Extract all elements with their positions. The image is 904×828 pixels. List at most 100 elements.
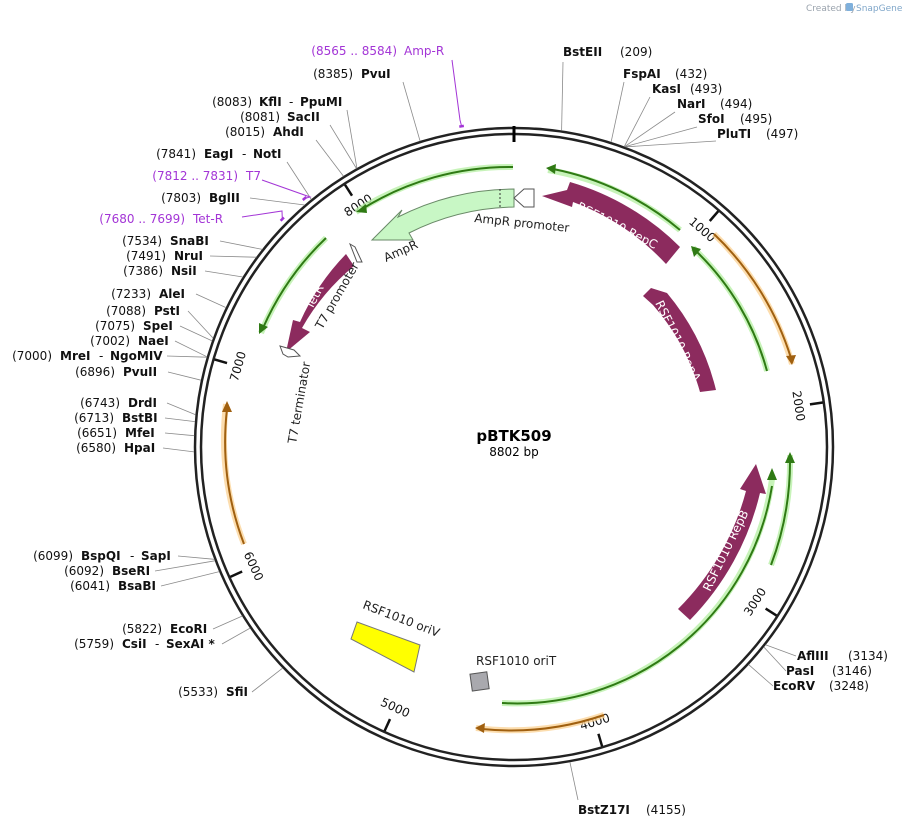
site-naei-pos: (7002) [90,334,130,348]
site-ahdi-name[interactable]: AhdI [273,125,304,139]
primer-ampr-name[interactable]: Amp-R [404,44,444,58]
orit-feature[interactable] [469,671,490,692]
site-leader-495 [624,126,698,148]
green-arc-rightup-head [546,164,556,174]
primer-tetr-name[interactable]: Tet-R [192,212,223,226]
tick-label-2000: 2000 [789,390,807,422]
site-kasi-name[interactable]: KasI [652,82,681,96]
orange-arc-bottom-head [475,723,485,733]
site-nsii-name[interactable]: NsiI [171,264,197,278]
site-leader-8015 [315,139,344,177]
site-hpai-name[interactable]: HpaI [124,441,155,455]
site-mfei-name[interactable]: MfeI [125,426,155,440]
site-leader-3146 [763,646,787,672]
site-csii-name[interactable]: CsiI [122,637,147,651]
site-bsabi-name[interactable]: BsaBI [118,579,156,593]
site-sexai-name[interactable]: SexAI * [166,637,215,651]
site-leader-8081 [329,124,357,169]
site-bsteii-name[interactable]: BstEII [563,45,602,59]
site-leader-7075 [179,325,213,342]
site-mrei-pos: (7000) [12,349,52,363]
primer-leader-2 [241,210,283,220]
site-leader-5822 [212,615,243,630]
site-bseri-pos: (6092) [64,564,104,578]
tick-label-1000: 1000 [686,214,718,245]
orange-arc-left-head [222,401,232,412]
site-mrei-name[interactable]: MreI [60,349,90,363]
site-leader-6651 [164,432,195,437]
site-leader-6041 [160,571,220,587]
site-leader-7803 [249,197,305,206]
site-bseri-name[interactable]: BseRI [112,564,150,578]
green-arc-top [361,165,514,210]
plasmid-name: pBTK509 [476,427,551,445]
site-kfli-name[interactable]: KflI [259,95,282,109]
site-sacii-pos: (8081) [240,110,280,124]
green-arc-right-glow [690,245,770,372]
site-sfoi-name[interactable]: SfoI [698,112,725,126]
site-pasi-name[interactable]: PasI [786,664,814,678]
site-pvui-name[interactable]: PvuI [361,67,391,81]
site-leader-6743 [166,402,196,416]
tetr-feature[interactable] [286,254,354,352]
ampr-feature[interactable] [370,188,515,241]
t7-terminator-feature[interactable] [279,345,302,358]
site-leader-6580 [162,447,195,453]
green-arc-right [696,251,768,372]
primer-t7-name[interactable]: T7 [245,169,261,183]
site-drdi-name[interactable]: DrdI [128,396,157,410]
site-eagi-name[interactable]: EagI [204,147,233,161]
site-ecori-pos: (5822) [122,622,162,636]
site-pasi-pos: (3146) [832,664,872,678]
site-bsteii-pos: (209) [620,45,652,59]
site-sacii-name[interactable]: SacII [287,110,320,124]
site-ppumi-name[interactable]: PpuMI [300,95,342,109]
site-bstz17i-name[interactable]: BstZ17I [578,803,630,817]
site-eagi-sep: - [242,147,246,161]
site-csii-sep: - [155,637,159,651]
site-noti-name[interactable]: NotI [253,147,282,161]
site-nari-pos: (494) [720,97,752,111]
site-nari-name[interactable]: NarI [677,97,706,111]
site-ecori-name[interactable]: EcoRI [170,622,207,636]
orit-label: RSF1010 oriT [476,654,557,668]
site-nrui-name[interactable]: NruI [174,249,203,263]
orange-arc-left [224,408,245,545]
credit-brand: SnapGene [856,4,903,14]
site-afliii-name[interactable]: AflIII [797,649,829,663]
t7-promoter-feature[interactable] [349,242,363,263]
site-leader-8083 [346,109,358,169]
site-psti-name[interactable]: PstI [154,304,180,318]
site-bstbi-name[interactable]: BstBI [122,411,158,425]
primer-site-2[interactable] [279,216,285,222]
oriv-feature[interactable] [350,621,421,673]
primer-site-1[interactable] [301,196,308,201]
site-ahdi-pos: (8015) [225,125,265,139]
site-sapi-name[interactable]: SapI [141,549,171,563]
repc-feature[interactable] [542,182,680,264]
site-snabi-name[interactable]: SnaBI [170,234,209,248]
credit-prefix: Created by [806,4,856,14]
site-spei-name[interactable]: SpeI [143,319,173,333]
site-ecorv-name[interactable]: EcoRV [773,679,816,693]
site-alei-pos: (7233) [111,287,151,301]
site-naei-name[interactable]: NaeI [138,334,169,348]
site-leader-7000 [166,355,207,358]
site-bglii-name[interactable]: BglII [209,191,240,205]
site-bstbi-pos: (6713) [74,411,114,425]
site-pluti-name[interactable]: PluTI [717,127,751,141]
repb-feature[interactable] [678,464,766,620]
site-ngomiv-name[interactable]: NgoMIV [110,349,163,363]
site-sfii-name[interactable]: SfiI [226,685,248,699]
ampr-promoter-feature[interactable] [513,188,535,208]
site-fspai-name[interactable]: FspAI [623,67,661,81]
site-ecorv-pos: (3248) [829,679,869,693]
site-pvuii-name[interactable]: PvuII [123,365,157,379]
tick-label-7000: 7000 [227,350,249,383]
primer-site-0[interactable] [459,124,465,128]
site-bspqi-name[interactable]: BspQI [81,549,121,563]
repa-feature[interactable] [643,288,716,392]
site-alei-name[interactable]: AleI [159,287,185,301]
site-eagi-pos: (7841) [156,147,196,161]
